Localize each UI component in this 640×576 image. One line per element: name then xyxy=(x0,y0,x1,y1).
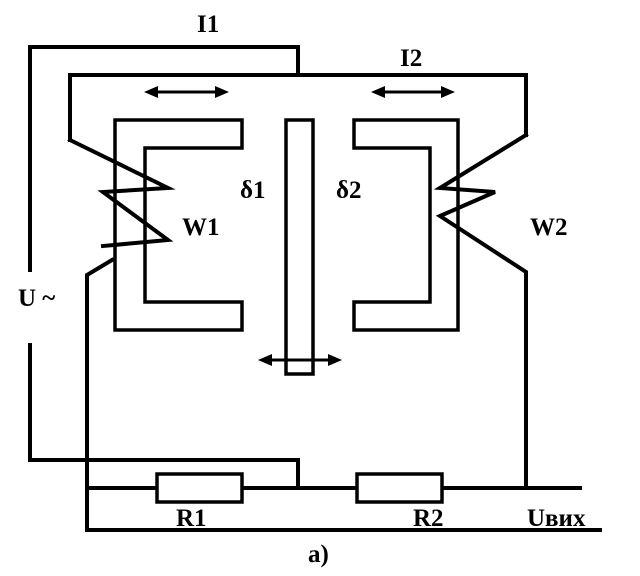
winding-w2 xyxy=(433,132,529,490)
supply-wire xyxy=(28,45,300,272)
winding-w1-lead xyxy=(85,257,602,532)
core-2 xyxy=(352,118,460,332)
armature-motion-arrow xyxy=(258,354,342,366)
winding-w1 xyxy=(67,137,176,249)
supply-return-wire xyxy=(28,343,300,490)
label-r1: R1 xyxy=(176,505,207,532)
figure-caption: а) xyxy=(308,541,329,568)
top-common-wire xyxy=(68,73,528,142)
label-voltage: U ~ xyxy=(18,285,55,312)
current1-arrow xyxy=(144,86,229,98)
label-output: Uвих xyxy=(527,505,586,532)
label-gap2: δ2 xyxy=(336,177,361,204)
current2-arrow xyxy=(371,86,455,98)
armature-plate xyxy=(284,118,315,376)
label-w2: W2 xyxy=(530,214,568,241)
label-i2: I2 xyxy=(400,45,422,72)
label-w1: W1 xyxy=(182,214,220,241)
resistor-r2 xyxy=(355,472,444,504)
label-gap1: δ1 xyxy=(240,177,265,204)
resistor-r1 xyxy=(155,472,244,504)
label-r2: R2 xyxy=(413,505,444,532)
label-i1: I1 xyxy=(197,11,219,38)
core-1 xyxy=(113,118,244,332)
